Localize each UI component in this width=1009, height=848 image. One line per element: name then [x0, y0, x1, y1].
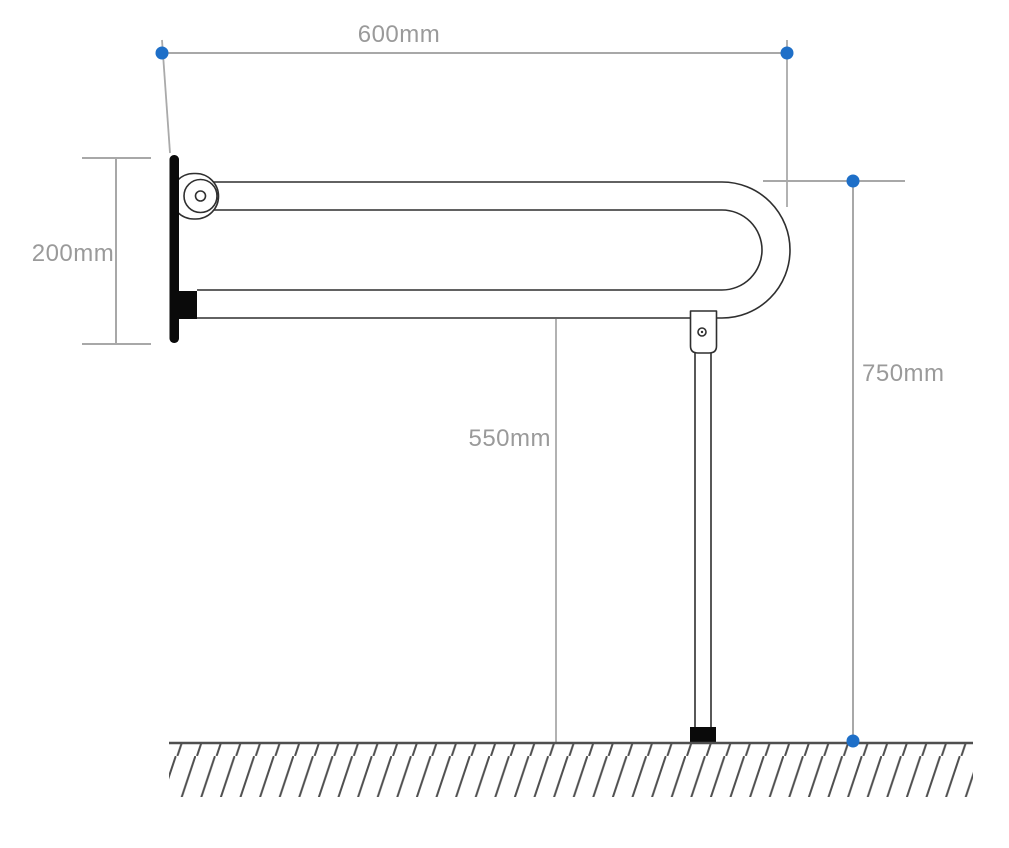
floor-hatching: [169, 744, 973, 797]
dimension-endpoint-markers: [155, 46, 860, 748]
dimension-750mm: 750mm: [763, 180, 945, 741]
marker-dot-750-bottom: [846, 734, 860, 748]
marker-dot-600-left: [155, 46, 169, 60]
dimension-label-200mm: 200mm: [32, 240, 115, 267]
tube-inner-outline: [197, 209, 763, 291]
pivot-hinge-outer-circle: [183, 178, 218, 214]
dimension-label-750mm: 750mm: [862, 360, 945, 387]
dimension-200mm: 200mm: [32, 157, 151, 345]
pivot-hinge-pin: [194, 190, 207, 202]
post-clamp-bracket: [689, 310, 718, 354]
marker-dot-750-top: [846, 174, 860, 188]
marker-dot-600-right: [780, 46, 794, 60]
wall-mounting-plate: [169, 155, 179, 343]
lower-tube-wall-mount-block: [178, 291, 197, 319]
post-foot-block: [690, 727, 716, 743]
dimension-550mm: 550mm: [468, 319, 557, 742]
dimension-label-550mm: 550mm: [468, 425, 551, 452]
bracket-screw-icon: [697, 327, 707, 337]
dimension-label-600mm: 600mm: [358, 21, 441, 48]
bracket-screw-center: [700, 330, 704, 334]
pivot-mount: [170, 172, 220, 220]
dimension-600mm: 600mm: [161, 21, 788, 207]
support-post: [689, 310, 718, 743]
floor: [169, 741, 973, 797]
grab-bar-tube: [180, 181, 791, 319]
tube-outer-outline: [180, 181, 791, 319]
